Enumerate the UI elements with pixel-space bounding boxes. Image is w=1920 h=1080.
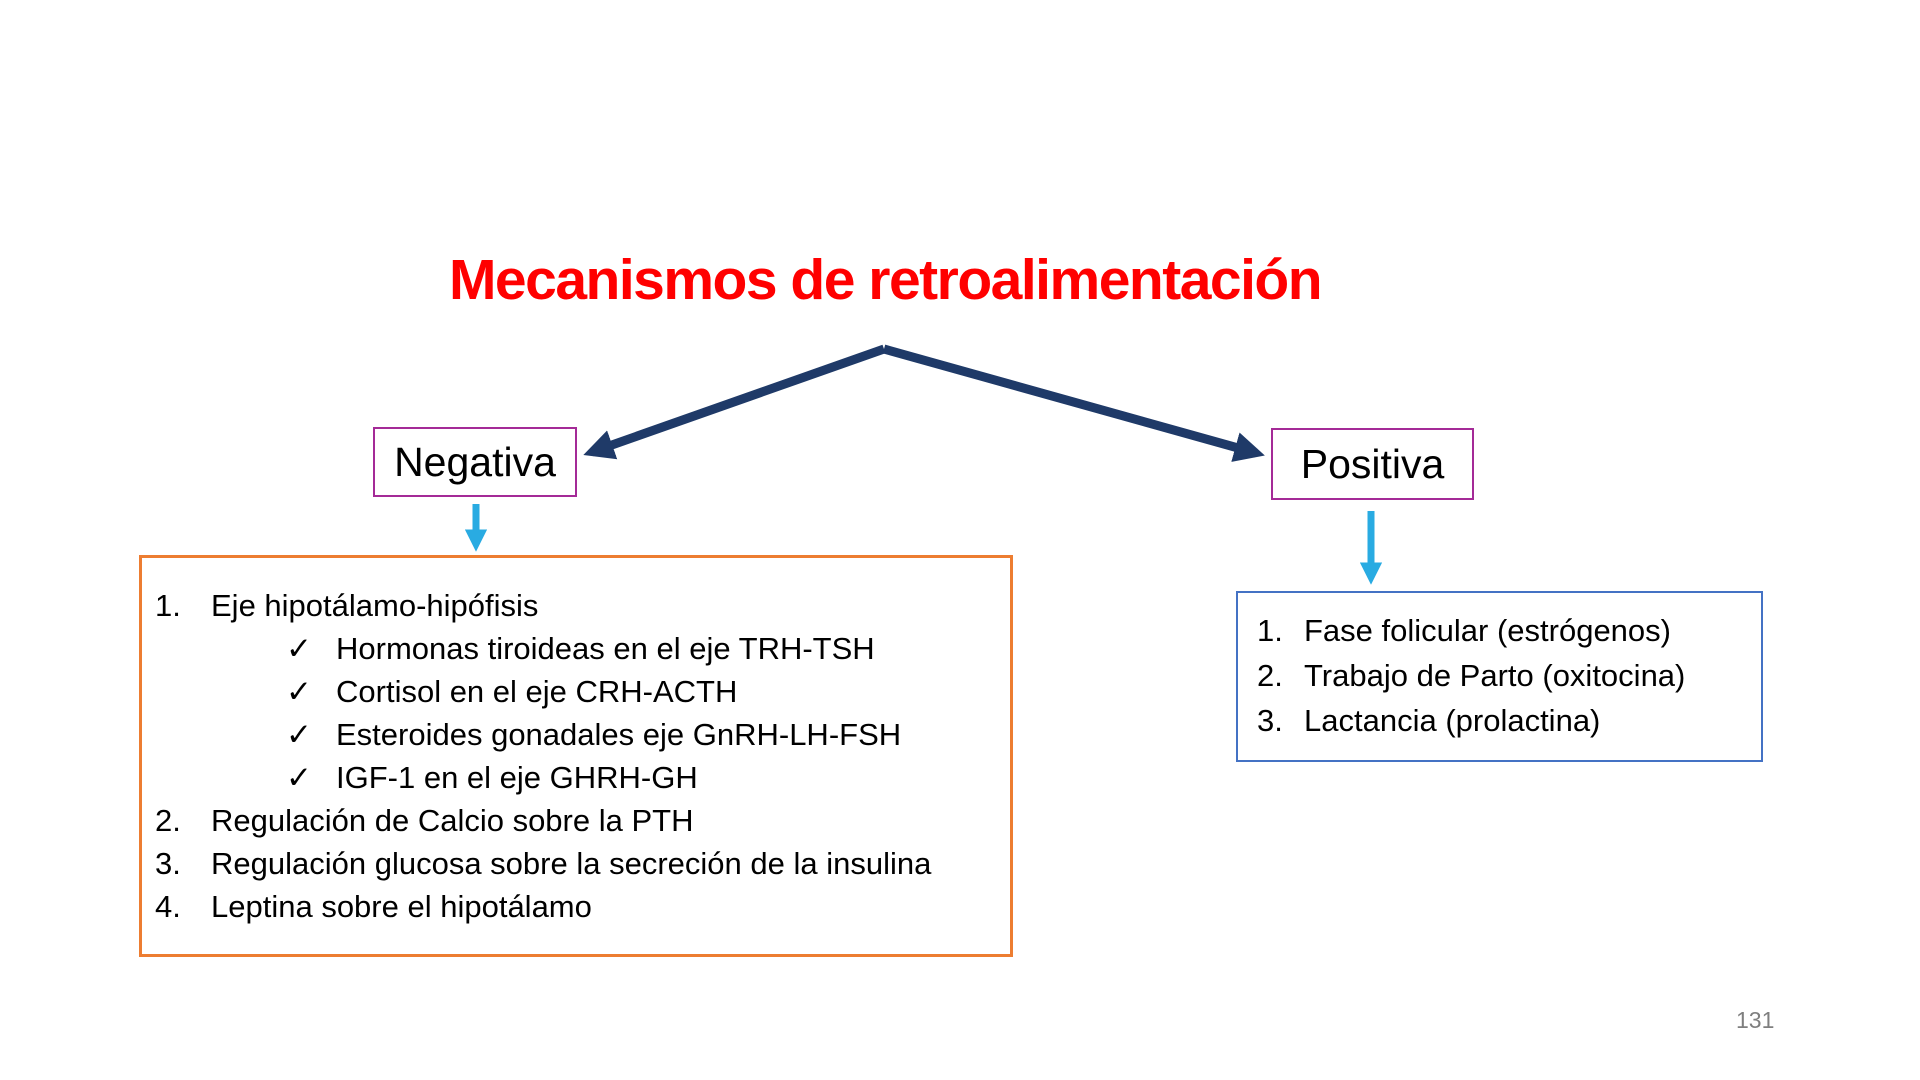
list-item: 3. Lactancia (prolactina): [1238, 698, 1761, 743]
checkmark-icon: ✓: [286, 631, 312, 666]
list-item: 1. Fase folicular (estrógenos): [1238, 608, 1761, 653]
negative-list-box: 1. Eje hipotálamo-hipófisis ✓ Hormonas t…: [139, 555, 1013, 957]
branch-arrow-right-icon: [882, 344, 1265, 462]
checkmark-icon: ✓: [286, 674, 312, 709]
list-number: 1.: [1257, 613, 1283, 648]
list-text: Leptina sobre el hipotálamo: [211, 889, 592, 924]
list-item: ✓ IGF-1 en el eje GHRH-GH: [142, 756, 1010, 799]
list-item: ✓ Cortisol en el eje CRH-ACTH: [142, 670, 1010, 713]
list-number: 3.: [155, 846, 181, 881]
list-item: ✓ Esteroides gonadales eje GnRH-LH-FSH: [142, 713, 1010, 756]
slide-title: Mecanismos de retroalimentación: [448, 248, 1323, 312]
list-number: 2.: [155, 803, 181, 838]
positive-label-box: Positiva: [1271, 428, 1474, 500]
list-text: IGF-1 en el eje GHRH-GH: [336, 760, 698, 795]
list-text: Trabajo de Parto (oxitocina): [1304, 658, 1686, 693]
negative-label: Negativa: [394, 438, 556, 485]
list-number: 4.: [155, 889, 181, 924]
checkmark-icon: ✓: [286, 760, 312, 795]
branch-arrow-left-icon: [583, 344, 886, 460]
list-item: 4. Leptina sobre el hipotálamo: [142, 885, 1010, 928]
list-text: Regulación de Calcio sobre la PTH: [211, 803, 694, 838]
checkmark-icon: ✓: [286, 717, 312, 752]
list-text: Regulación glucosa sobre la secreción de…: [211, 846, 932, 881]
list-text: Lactancia (prolactina): [1304, 703, 1601, 738]
list-number: 1.: [155, 588, 181, 623]
list-item: 2. Regulación de Calcio sobre la PTH: [142, 799, 1010, 842]
list-item: 2. Trabajo de Parto (oxitocina): [1238, 653, 1761, 698]
list-item: 1. Eje hipotálamo-hipófisis: [142, 584, 1010, 627]
list-text: Esteroides gonadales eje GnRH-LH-FSH: [336, 717, 902, 752]
list-text: Cortisol en el eje CRH-ACTH: [336, 674, 738, 709]
list-text: Fase folicular (estrógenos): [1304, 613, 1671, 648]
positive-label: Positiva: [1300, 440, 1445, 487]
page-number: 131: [1736, 1007, 1775, 1033]
positive-list-box: 1. Fase folicular (estrógenos) 2. Trabaj…: [1236, 591, 1763, 762]
list-number: 2.: [1257, 658, 1283, 693]
list-text: Eje hipotálamo-hipófisis: [211, 588, 539, 623]
list-number: 3.: [1257, 703, 1283, 738]
negative-label-box: Negativa: [373, 427, 577, 497]
list-text: Hormonas tiroideas en el eje TRH-TSH: [336, 631, 875, 666]
list-item: ✓ Hormonas tiroideas en el eje TRH-TSH: [142, 627, 1010, 670]
list-item: 3. Regulación glucosa sobre la secreción…: [142, 842, 1010, 885]
